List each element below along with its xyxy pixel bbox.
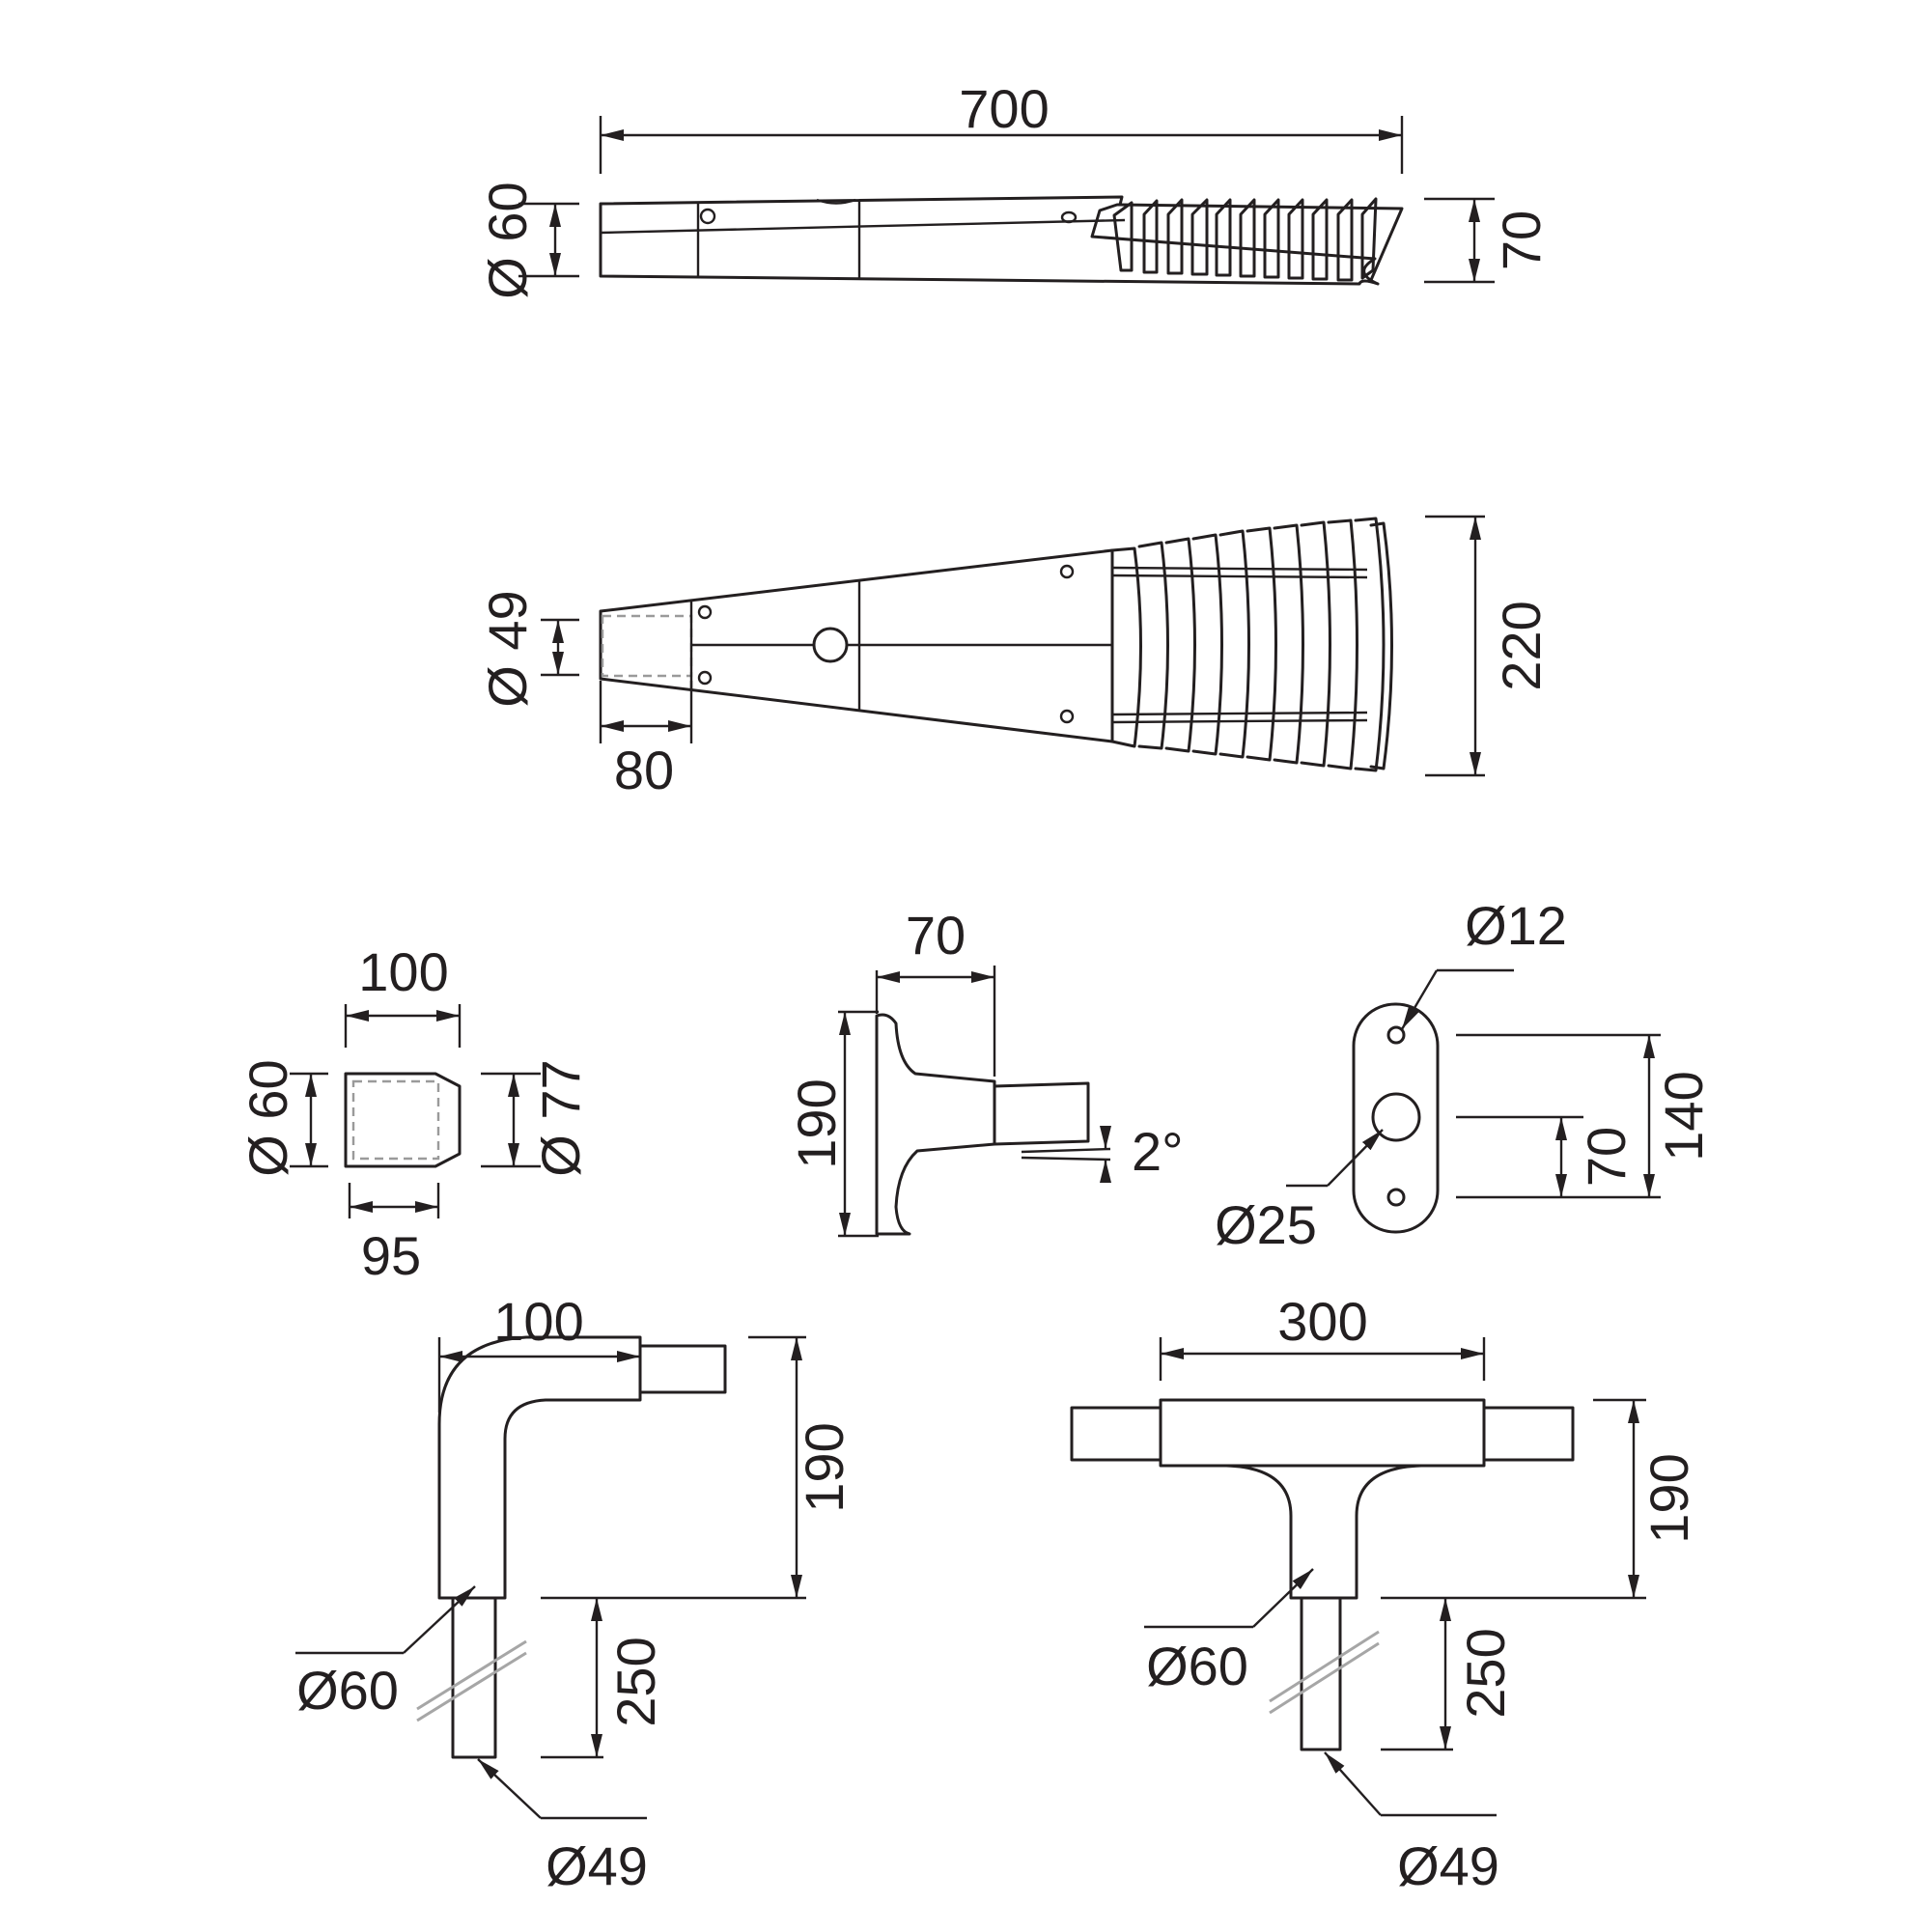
bracket-angle-label: 2°	[1132, 1121, 1184, 1182]
bracket-height-label: 190	[786, 1078, 847, 1168]
single-arm-diameter-label: Ø60	[296, 1660, 399, 1721]
bracket-depth-label: 70	[906, 905, 966, 966]
double-pole-diameter-label: Ø49	[1397, 1835, 1499, 1896]
wall-bracket-side-view: 70 190 2°	[786, 905, 1184, 1238]
side-tube-diameter-label: Ø 60	[477, 182, 538, 298]
plate-spacing-outer-label: 140	[1653, 1071, 1714, 1161]
wall-plate-view: Ø12 Ø25 140 70	[1215, 895, 1714, 1255]
side-head-height-label: 70	[1491, 210, 1552, 270]
top-view: Ø 49 80 220	[477, 515, 1552, 800]
adapter-width-label: 100	[358, 941, 448, 1002]
double-height-label: 190	[1638, 1453, 1699, 1543]
single-arm-view: 100 190 250 Ø60 Ø49	[295, 1291, 854, 1896]
single-pole-length-label: 250	[605, 1637, 666, 1726]
single-pole-diameter-label: Ø49	[546, 1835, 648, 1896]
cooling-fins-top	[1110, 517, 1393, 772]
plate-spacing-inner-label: 70	[1576, 1127, 1637, 1187]
double-pole-length-label: 250	[1455, 1628, 1516, 1718]
side-view: 700 Ø 60 70	[477, 78, 1552, 299]
single-reach-label: 100	[493, 1291, 583, 1352]
adapter-view: 100 Ø 60 Ø 77 95	[238, 941, 591, 1286]
double-span-label: 300	[1277, 1291, 1367, 1352]
plate-hole-small-label: Ø12	[1465, 895, 1567, 956]
adapter-inner-length-label: 95	[361, 1225, 421, 1286]
adapter-diameter-a-label: Ø 60	[238, 1059, 298, 1176]
double-arm-view: 300 190 250 Ø60 Ø49	[1070, 1291, 1699, 1896]
top-spigot-length-label: 80	[614, 740, 674, 800]
plate-hole-large-label: Ø25	[1215, 1194, 1317, 1255]
double-arm-diameter-label: Ø60	[1146, 1636, 1248, 1696]
single-height-label: 190	[794, 1422, 854, 1512]
top-spigot-diameter-label: Ø 49	[477, 590, 538, 707]
cooling-fins-side	[1112, 197, 1378, 282]
top-head-width-label: 220	[1491, 601, 1552, 690]
side-length-label: 700	[959, 78, 1049, 139]
adapter-diameter-b-label: Ø 77	[530, 1059, 591, 1176]
